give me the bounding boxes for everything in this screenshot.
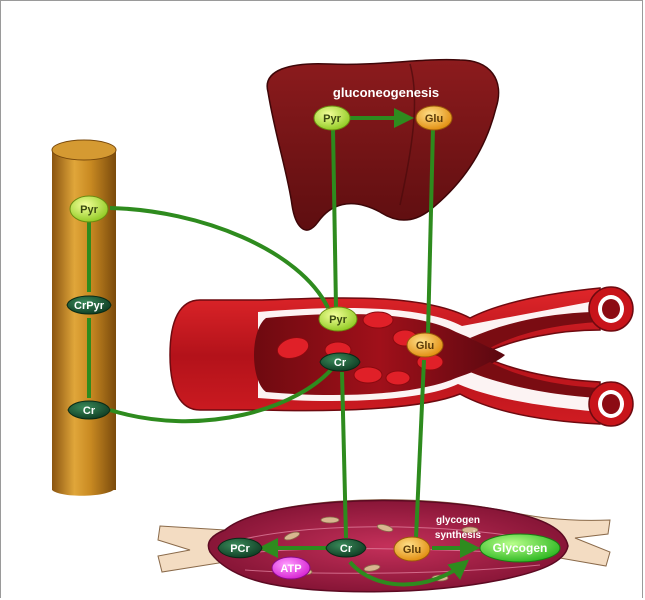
node-glu-muscle-label: Glu — [403, 544, 421, 556]
node-pyr-liver-label: Pyr — [323, 113, 341, 125]
node-crpyr-kidney: CrPyr — [67, 296, 111, 314]
node-cr-muscle-label: Cr — [340, 543, 353, 555]
glycogen-synthesis-label-line1: glycogen — [436, 515, 480, 526]
node-glu-blood: Glu — [407, 333, 443, 357]
node-glu-blood-label: Glu — [416, 340, 434, 352]
node-cr-blood-label: Cr — [334, 357, 347, 369]
glycogen-synthesis-label-line2: synthesis — [435, 530, 482, 541]
node-glycogen-muscle-label: Glycogen — [493, 541, 548, 555]
node-pyr-blood: Pyr — [319, 307, 357, 331]
node-glu-liver: Glu — [416, 106, 452, 130]
node-cr-kidney: Cr — [68, 401, 110, 419]
node-atp-muscle-label: ATP — [280, 563, 301, 575]
node-pcr-muscle-label: PCr — [230, 543, 250, 555]
node-glu-liver-label: Glu — [425, 113, 443, 125]
node-pcr-muscle: PCr — [218, 538, 262, 558]
node-pyr-blood-label: Pyr — [329, 314, 347, 326]
gluconeogenesis-label: gluconeogenesis — [333, 85, 439, 100]
node-atp-muscle: ATP — [272, 557, 310, 579]
node-crpyr-kidney-label: CrPyr — [74, 300, 105, 312]
kidney-pyr-blood-curve — [110, 208, 328, 308]
node-glycogen-muscle: Glycogen — [480, 534, 560, 562]
node-pyr-kidney: Pyr — [70, 196, 108, 222]
node-cr-blood: Cr — [320, 353, 360, 371]
node-pyr-kidney-label: Pyr — [80, 204, 98, 216]
kidney-tubule — [52, 140, 116, 496]
blood-vessel — [170, 287, 633, 426]
node-cr-muscle: Cr — [326, 539, 366, 557]
node-pyr-liver: Pyr — [314, 106, 350, 130]
node-cr-kidney-label: Cr — [83, 405, 96, 417]
node-glu-muscle: Glu — [394, 537, 430, 561]
